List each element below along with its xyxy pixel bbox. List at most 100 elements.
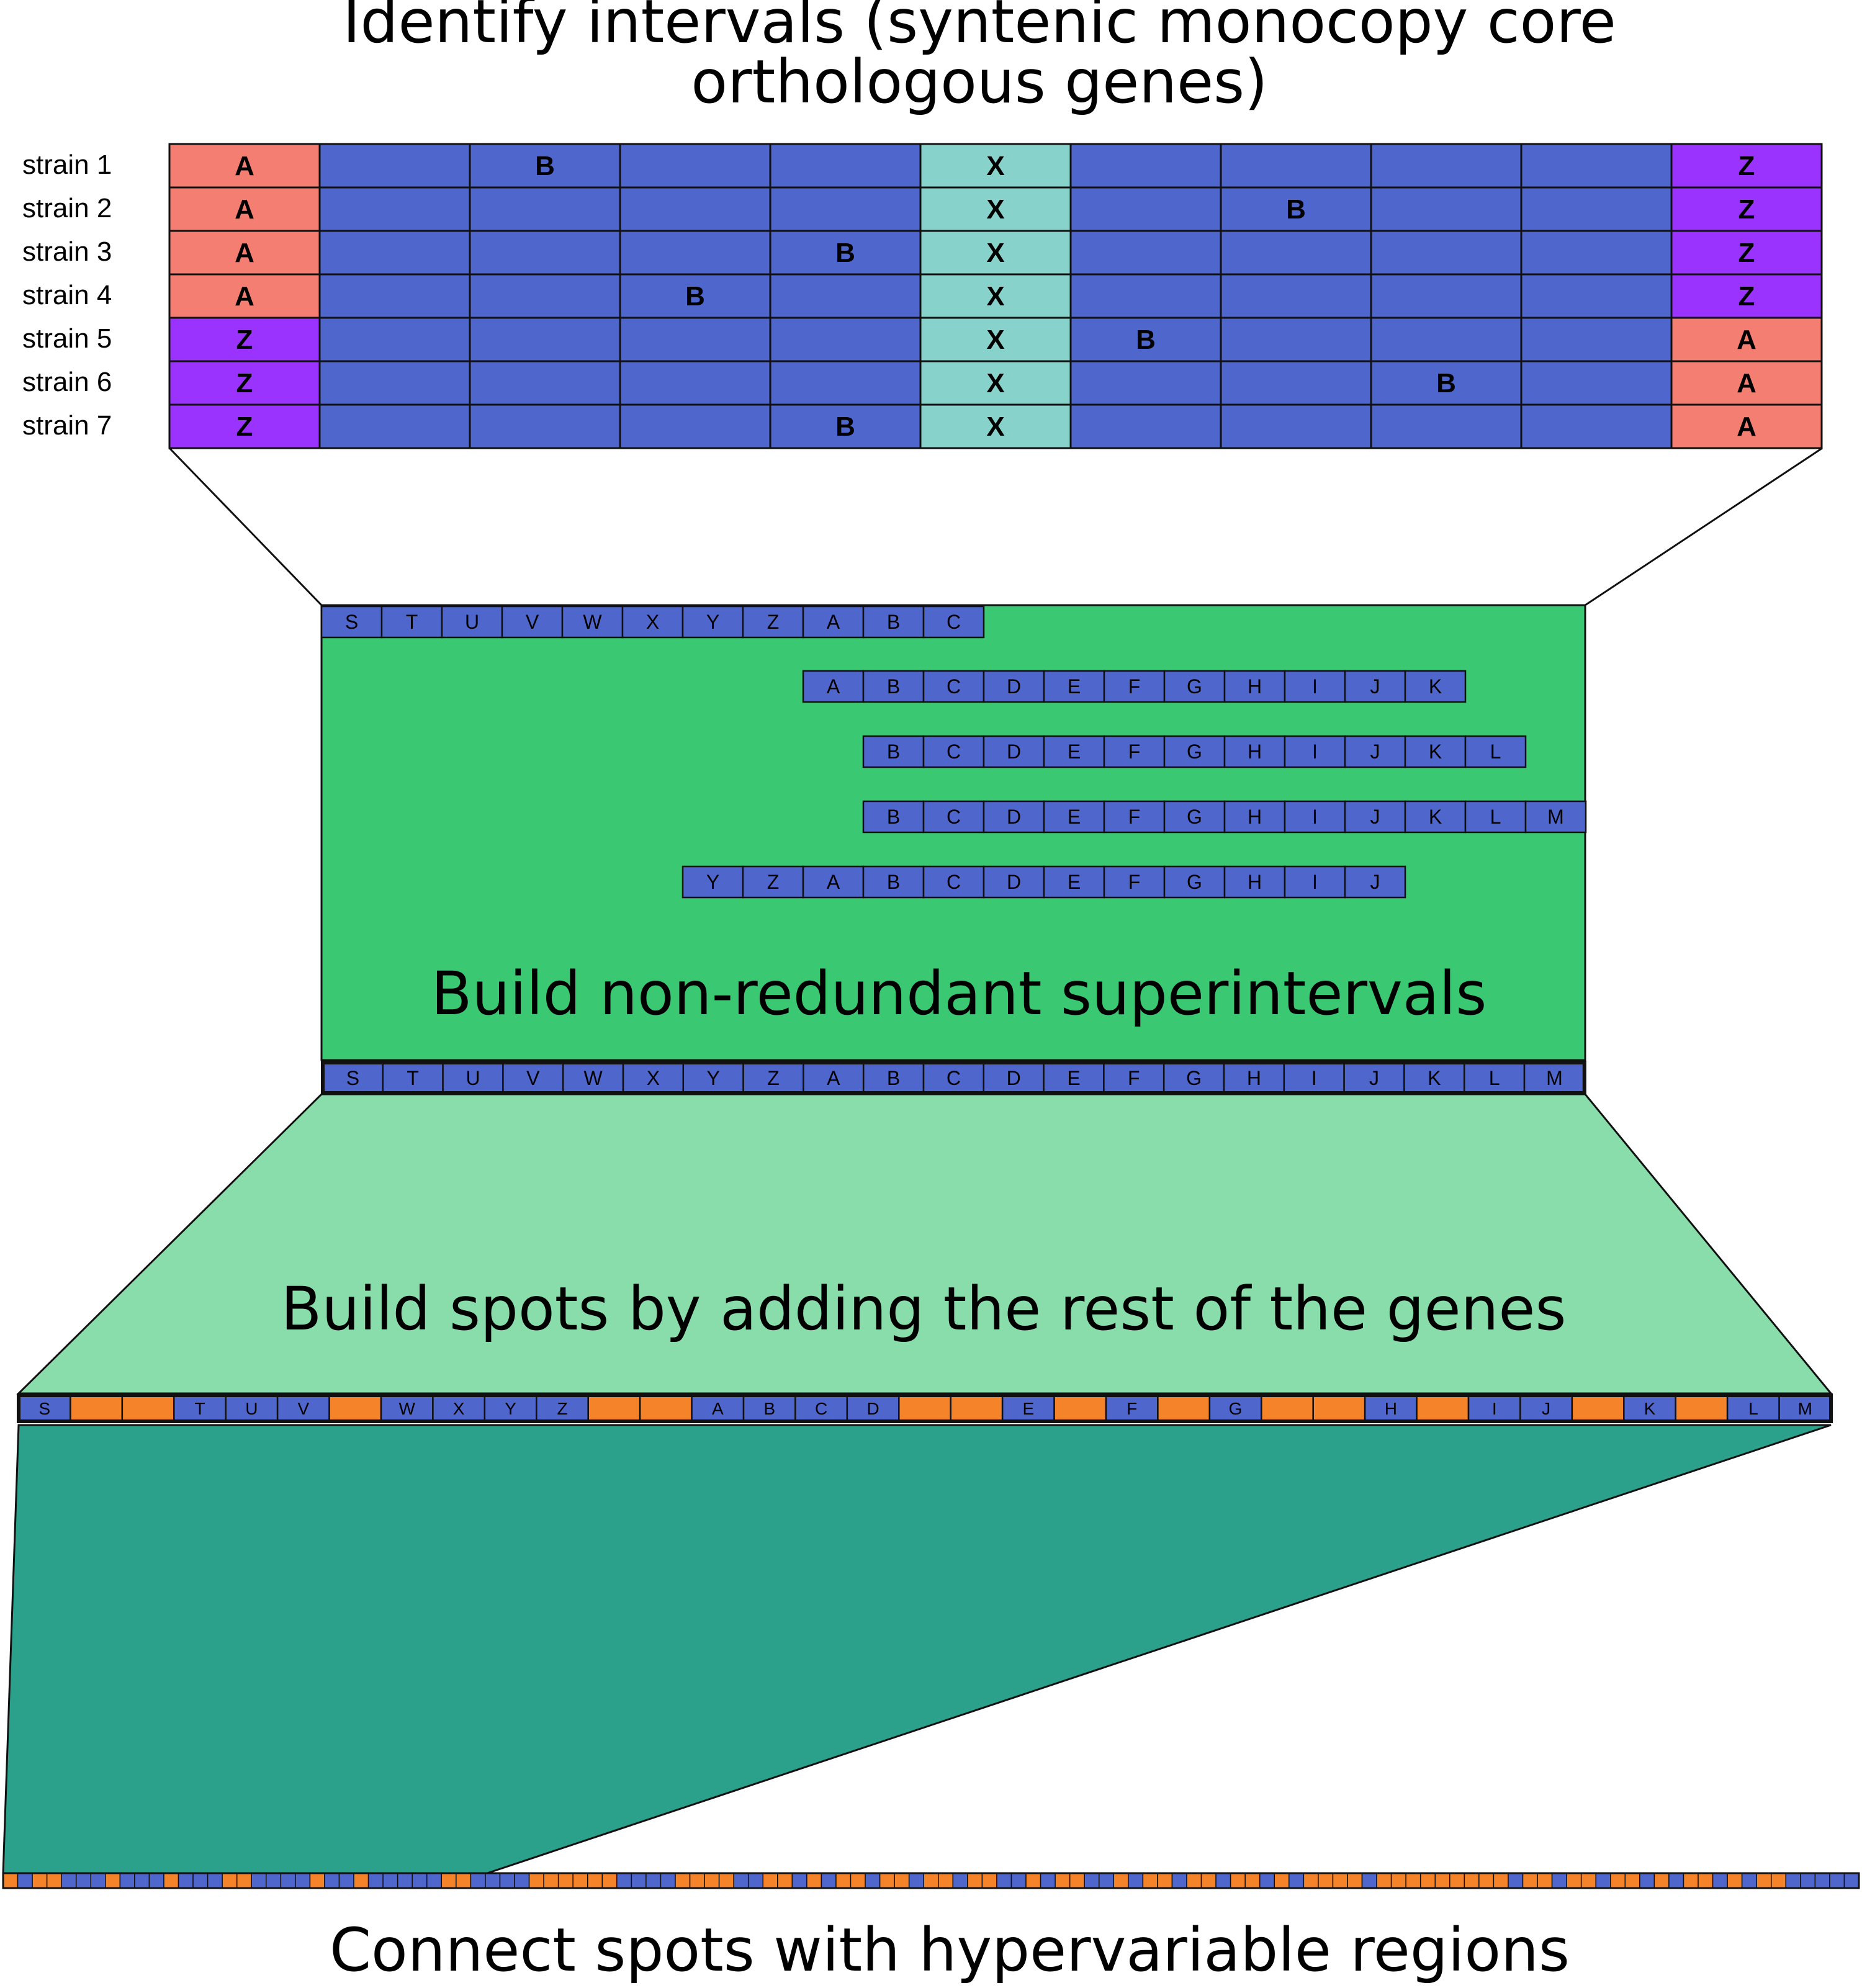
interval-gene-label: E (1068, 675, 1081, 698)
superinterval-gene-label: F (1128, 1067, 1140, 1089)
superinterval-gene-label: K (1428, 1067, 1441, 1089)
hypervariable-core-gene (1215, 1873, 1231, 1889)
strain-gene-cell (1069, 230, 1222, 276)
hypervariable-core-gene (1040, 1873, 1056, 1889)
hypervariable-core-gene (1712, 1873, 1728, 1889)
interval-gene-label: D (1007, 871, 1021, 893)
interval-gene-box (1043, 865, 1105, 899)
interval-gene-label: L (1490, 740, 1501, 763)
superinterval-gene-label: T (407, 1067, 419, 1089)
strain-gene-cell (1220, 403, 1372, 449)
hypervariable-accessory-gene (1683, 1873, 1699, 1889)
interval-gene-label: I (1312, 871, 1318, 893)
hypervariable-core-gene (426, 1873, 443, 1889)
hypervariable-core-gene (747, 1873, 764, 1889)
strain-gene-cell (1069, 273, 1222, 319)
hypervariable-core-gene (996, 1873, 1012, 1889)
hypervariable-core-gene (134, 1873, 150, 1889)
hypervariable-accessory-gene (981, 1873, 997, 1889)
interval-gene-box (621, 605, 684, 639)
strain-gene-cell (469, 143, 621, 189)
strain-gene-cell (1520, 360, 1673, 406)
strain-label: strain 2 (22, 193, 112, 223)
interval-gene-label: L (1490, 806, 1501, 828)
interval-gene-label: J (1370, 871, 1380, 893)
interval-gene-label: I (1312, 675, 1318, 698)
strain-gene-cell (1069, 403, 1222, 449)
interval-gene-label: G (1187, 740, 1202, 763)
hypervariable-accessory-gene (1069, 1873, 1085, 1889)
strain-gene-label: A (1737, 325, 1756, 355)
interval-gene-label: F (1128, 675, 1141, 698)
interval-gene-box (1103, 670, 1166, 703)
strain-gene-cell (1520, 186, 1673, 232)
hypervariable-accessory-gene (689, 1873, 705, 1889)
interval-gene-label: A (827, 871, 840, 893)
strain-gene-cell (318, 360, 471, 406)
interval-gene-box (922, 865, 985, 899)
superinterval-gene-label: V (526, 1067, 540, 1089)
hypervariable-accessory-gene (1566, 1873, 1582, 1889)
strain-gene-cell (1370, 186, 1522, 232)
hypervariable-core-gene (1829, 1873, 1845, 1889)
superinterval-gene-box (1343, 1061, 1405, 1094)
hypervariable-core-gene (75, 1873, 92, 1889)
strain-gene-cell (168, 273, 321, 319)
strain-gene-label: A (1737, 412, 1756, 442)
hypervariable-accessory-gene (777, 1873, 793, 1889)
spot-gene-label: C (815, 1399, 827, 1418)
strain-gene-label: A (235, 151, 254, 181)
strain-gene-label: Z (1738, 151, 1755, 181)
strain-gene-cell (1069, 360, 1222, 406)
strain-gene-cell (1520, 273, 1673, 319)
hypervariable-core-gene (1639, 1873, 1655, 1889)
interval-gene-label: C (947, 675, 961, 698)
spot-core-gene-box (1105, 1394, 1159, 1423)
hypervariable-accessory-gene (923, 1873, 939, 1889)
hypervariable-core-gene (1508, 1873, 1524, 1889)
interval-gene-label: S (345, 611, 358, 633)
strain-gene-cell (769, 360, 922, 406)
hypervariable-core-gene (1361, 1873, 1377, 1889)
hypervariable-core-gene (1785, 1873, 1801, 1889)
accessory-gene-box (328, 1394, 382, 1423)
strain-gene-cell (168, 403, 321, 449)
accessory-gene-box (639, 1394, 693, 1423)
hypervariable-accessory-gene (835, 1873, 852, 1889)
hypervariable-accessory-gene (222, 1873, 238, 1889)
interval-gene-box (922, 735, 985, 768)
interval-gene-label: Z (767, 611, 780, 633)
strain-gene-cell (1670, 230, 1823, 276)
hypervariable-outline (2, 1872, 1860, 1889)
hypervariable-accessory-gene (967, 1873, 983, 1889)
strain-gene-label: X (986, 194, 1004, 225)
hypervariable-core-gene (952, 1873, 968, 1889)
title-identify-intervals-line2: orthologous genes) (691, 47, 1267, 117)
hypervariable-accessory-gene (675, 1873, 691, 1889)
strain-gene-label: B (685, 281, 705, 312)
strain-gene-cell (469, 230, 621, 276)
hypervariable-accessory-gene (1770, 1873, 1787, 1889)
hypervariable-core-gene (485, 1873, 501, 1889)
strain-gene-cell (1670, 273, 1823, 319)
spot-gene-label: X (453, 1399, 465, 1418)
hypervariable-accessory-gene (1537, 1873, 1553, 1889)
hypervariable-accessory-gene (1624, 1873, 1640, 1889)
superinterval-gene-box (682, 1061, 744, 1094)
hypervariable-accessory-gene (1522, 1873, 1538, 1889)
strain-gene-cell (1370, 143, 1522, 189)
superinterval-gene-label: E (1067, 1067, 1080, 1089)
interval-gene-box (1404, 670, 1467, 703)
hypervariable-core-gene (499, 1873, 515, 1889)
hypervariable-accessory-gene (572, 1873, 588, 1889)
strain-gene-label: A (235, 238, 254, 268)
hypervariable-core-gene (733, 1873, 749, 1889)
strain-gene-cell (318, 186, 471, 232)
hypervariable-core-gene (280, 1873, 296, 1889)
superinterval-outline (321, 1061, 1586, 1095)
interval-gene-box (1043, 735, 1105, 768)
